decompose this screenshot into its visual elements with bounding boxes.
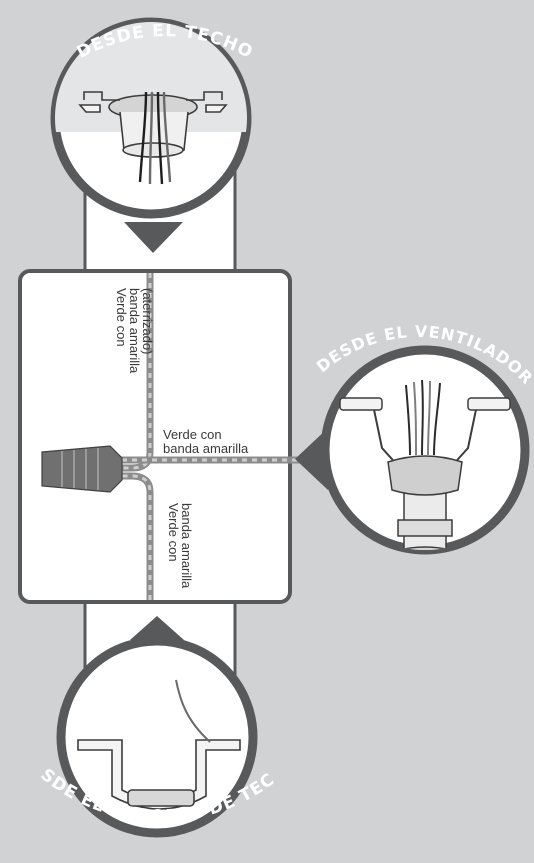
- bracket-wire: [175, 679, 211, 743]
- ceiling-wires: [138, 91, 172, 185]
- wire-label-right: Verde con banda amarilla: [163, 427, 249, 456]
- wire-label-right-line1: Verde con: [163, 427, 222, 442]
- wire-bottom: [112, 472, 154, 600]
- arrow-left: [295, 428, 328, 490]
- fan-wires: [405, 379, 441, 456]
- wire-label-top: Verde con banda amarilla (aterrizado): [114, 288, 155, 377]
- ceiling-bracket-illustration: [77, 739, 241, 810]
- wire-label-top-line1: Verde con: [114, 288, 129, 347]
- fan-mount-illustration: [339, 397, 511, 550]
- wire-nut-connector: [41, 445, 123, 493]
- ceiling-callout: DESDE EL TECHO: [50, 17, 255, 219]
- wire-label-bottom: Verde con banda amarilla: [166, 503, 194, 589]
- wire-label-top-line3: (aterrizado): [140, 288, 155, 354]
- arrow-up: [130, 616, 184, 640]
- arrow-down: [124, 222, 183, 253]
- wire-label-bottom-line2: banda amarilla: [179, 503, 194, 589]
- wire-label-right-line2: banda amarilla: [163, 441, 249, 456]
- wire-label-bottom-line1: Verde con: [166, 503, 181, 562]
- wire-label-top-line2: banda amarilla: [127, 288, 142, 374]
- fan-callout: DESDE EL VENTILADOR: [313, 322, 534, 555]
- wire-top: [112, 273, 154, 472]
- wiring-panel: Verde con banda amarilla (aterrizado) Ve…: [18, 269, 300, 604]
